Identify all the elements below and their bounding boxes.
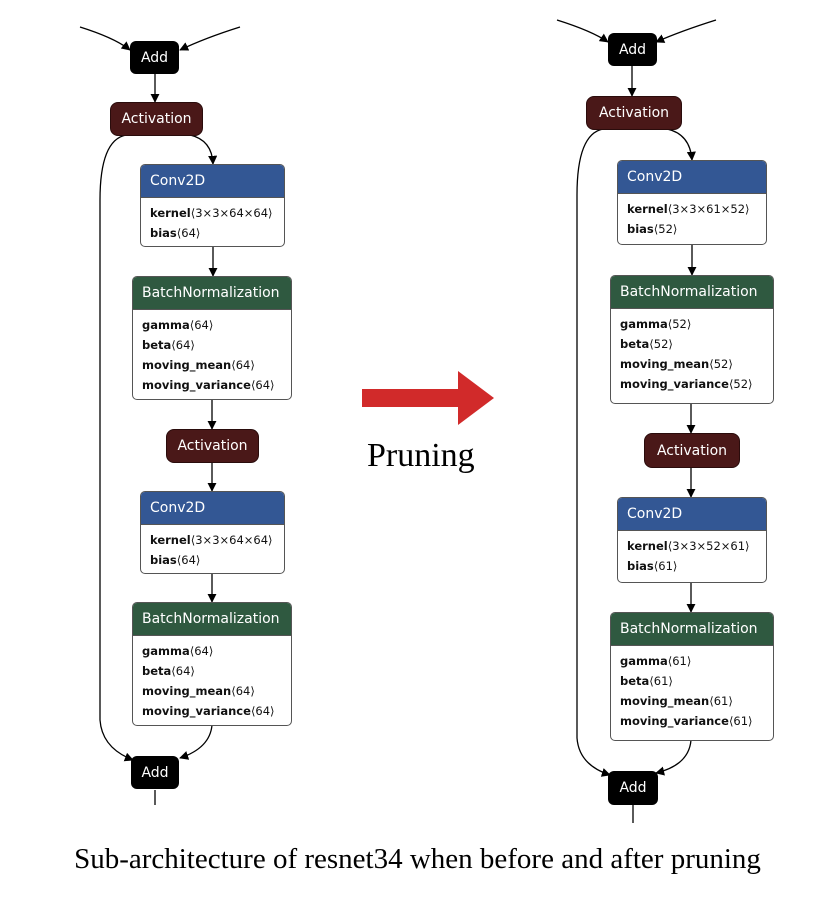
- edge: [79, 26, 131, 51]
- conv2d-title: Conv2D: [141, 492, 284, 525]
- moving-mean-row: moving_mean⟨64⟩: [142, 684, 255, 698]
- activation-label: Activation: [656, 442, 728, 459]
- beta-row: beta⟨64⟩: [142, 338, 195, 352]
- beta-row: beta⟨52⟩: [620, 337, 673, 351]
- moving-variance-row: moving_variance⟨52⟩: [620, 377, 753, 391]
- activation-node: Activation: [110, 102, 203, 136]
- add-label: Add: [140, 49, 169, 66]
- skip-edge: [576, 128, 611, 777]
- moving-variance-row: moving_variance⟨64⟩: [142, 378, 275, 392]
- moving-mean-row: moving_mean⟨64⟩: [142, 358, 255, 372]
- edge: [189, 134, 218, 165]
- conv2d-node: Conv2D kernel⟨3×3×64×64⟩ bias⟨64⟩: [140, 164, 285, 247]
- kernel-row: kernel⟨3×3×52×61⟩: [627, 539, 750, 553]
- beta-row: beta⟨64⟩: [142, 664, 195, 678]
- conv2d-title: Conv2D: [141, 165, 284, 198]
- gamma-row: gamma⟨64⟩: [142, 318, 214, 332]
- batchnorm-title: BatchNormalization: [611, 276, 773, 309]
- gamma-row: gamma⟨52⟩: [620, 317, 692, 331]
- add-node-top: Add: [130, 41, 179, 74]
- moving-mean-row: moving_mean⟨61⟩: [620, 694, 733, 708]
- conv2d-node: Conv2D kernel⟨3×3×64×64⟩ bias⟨64⟩: [140, 491, 285, 574]
- gamma-row: gamma⟨61⟩: [620, 654, 692, 668]
- beta-row: beta⟨61⟩: [620, 674, 673, 688]
- bias-row: bias⟨64⟩: [150, 226, 201, 240]
- bias-row: bias⟨61⟩: [627, 559, 678, 573]
- activation-node: Activation: [586, 96, 682, 130]
- batchnorm-title: BatchNormalization: [133, 603, 291, 636]
- pruning-label: Pruning: [367, 437, 475, 474]
- add-node-bottom: Add: [608, 771, 658, 805]
- edge: [655, 739, 692, 776]
- activation-label: Activation: [121, 111, 192, 127]
- add-node-top: Add: [608, 33, 657, 66]
- activation-label: Activation: [598, 105, 670, 121]
- moving-mean-row: moving_mean⟨52⟩: [620, 357, 733, 371]
- activation-node: Activation: [644, 433, 740, 468]
- conv2d-node: Conv2D kernel⟨3×3×61×52⟩ bias⟨52⟩: [617, 160, 767, 245]
- add-label: Add: [619, 780, 647, 796]
- edge: [179, 724, 213, 760]
- gamma-row: gamma⟨64⟩: [142, 644, 214, 658]
- batchnorm-title: BatchNormalization: [611, 613, 773, 646]
- batchnorm-node: BatchNormalization gamma⟨61⟩ beta⟨61⟩ mo…: [610, 612, 774, 741]
- bias-row: bias⟨52⟩: [627, 222, 678, 236]
- skip-edge: [99, 134, 134, 762]
- batchnorm-node: BatchNormalization gamma⟨64⟩ beta⟨64⟩ mo…: [132, 602, 292, 726]
- edge: [179, 26, 241, 51]
- activation-node: Activation: [166, 429, 259, 463]
- moving-variance-row: moving_variance⟨64⟩: [142, 704, 275, 718]
- moving-variance-row: moving_variance⟨61⟩: [620, 714, 753, 728]
- add-label: Add: [618, 41, 647, 58]
- batchnorm-node: BatchNormalization gamma⟨52⟩ beta⟨52⟩ mo…: [610, 275, 774, 404]
- kernel-row: kernel⟨3×3×61×52⟩: [627, 202, 750, 216]
- bias-row: bias⟨64⟩: [150, 553, 201, 567]
- kernel-row: kernel⟨3×3×64×64⟩: [150, 533, 273, 547]
- figure-caption: Sub-architecture of resnet34 when before…: [74, 843, 761, 875]
- conv2d-title: Conv2D: [618, 161, 766, 194]
- edge: [556, 19, 609, 43]
- batchnorm-title: BatchNormalization: [133, 277, 291, 310]
- pruning-arrow-icon: [362, 371, 494, 425]
- edge: [655, 19, 717, 43]
- add-node-bottom: Add: [131, 756, 179, 789]
- batchnorm-node: BatchNormalization gamma⟨64⟩ beta⟨64⟩ mo…: [132, 276, 292, 400]
- kernel-row: kernel⟨3×3×64×64⟩: [150, 206, 273, 220]
- activation-label: Activation: [177, 438, 248, 454]
- edge: [666, 128, 696, 161]
- conv2d-title: Conv2D: [618, 498, 766, 531]
- conv2d-node: Conv2D kernel⟨3×3×52×61⟩ bias⟨61⟩: [617, 497, 767, 583]
- add-label: Add: [141, 764, 169, 781]
